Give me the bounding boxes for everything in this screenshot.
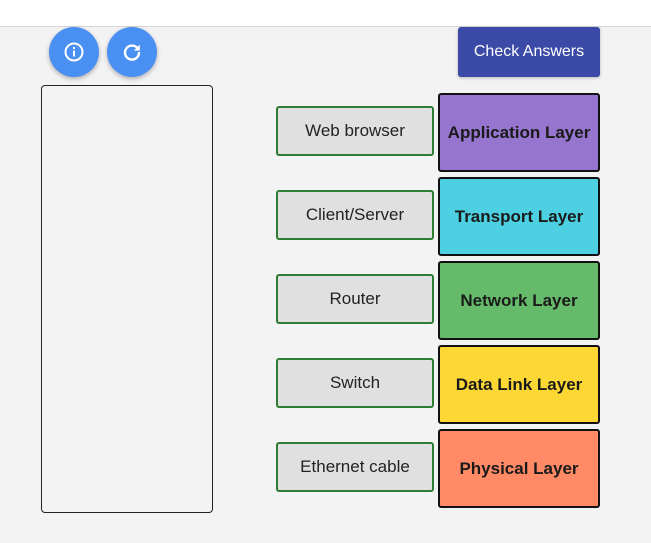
layer-transport[interactable]: Transport Layer xyxy=(438,177,600,256)
drag-item-client-server[interactable]: Client/Server xyxy=(276,190,434,240)
top-bar xyxy=(0,0,651,27)
drag-item-ethernet-cable[interactable]: Ethernet cable xyxy=(276,442,434,492)
answer-bank[interactable] xyxy=(41,85,213,513)
refresh-icon xyxy=(121,41,143,63)
layer-data-link[interactable]: Data Link Layer xyxy=(438,345,600,424)
layer-application[interactable]: Application Layer xyxy=(438,93,600,172)
drag-item-router[interactable]: Router xyxy=(276,274,434,324)
check-answers-button[interactable]: Check Answers xyxy=(458,27,600,77)
drag-item-web-browser[interactable]: Web browser xyxy=(276,106,434,156)
reset-button[interactable] xyxy=(107,27,157,77)
info-button[interactable] xyxy=(49,27,99,77)
info-icon xyxy=(63,41,85,63)
drag-item-switch[interactable]: Switch xyxy=(276,358,434,408)
layer-physical[interactable]: Physical Layer xyxy=(438,429,600,508)
layer-network[interactable]: Network Layer xyxy=(438,261,600,340)
